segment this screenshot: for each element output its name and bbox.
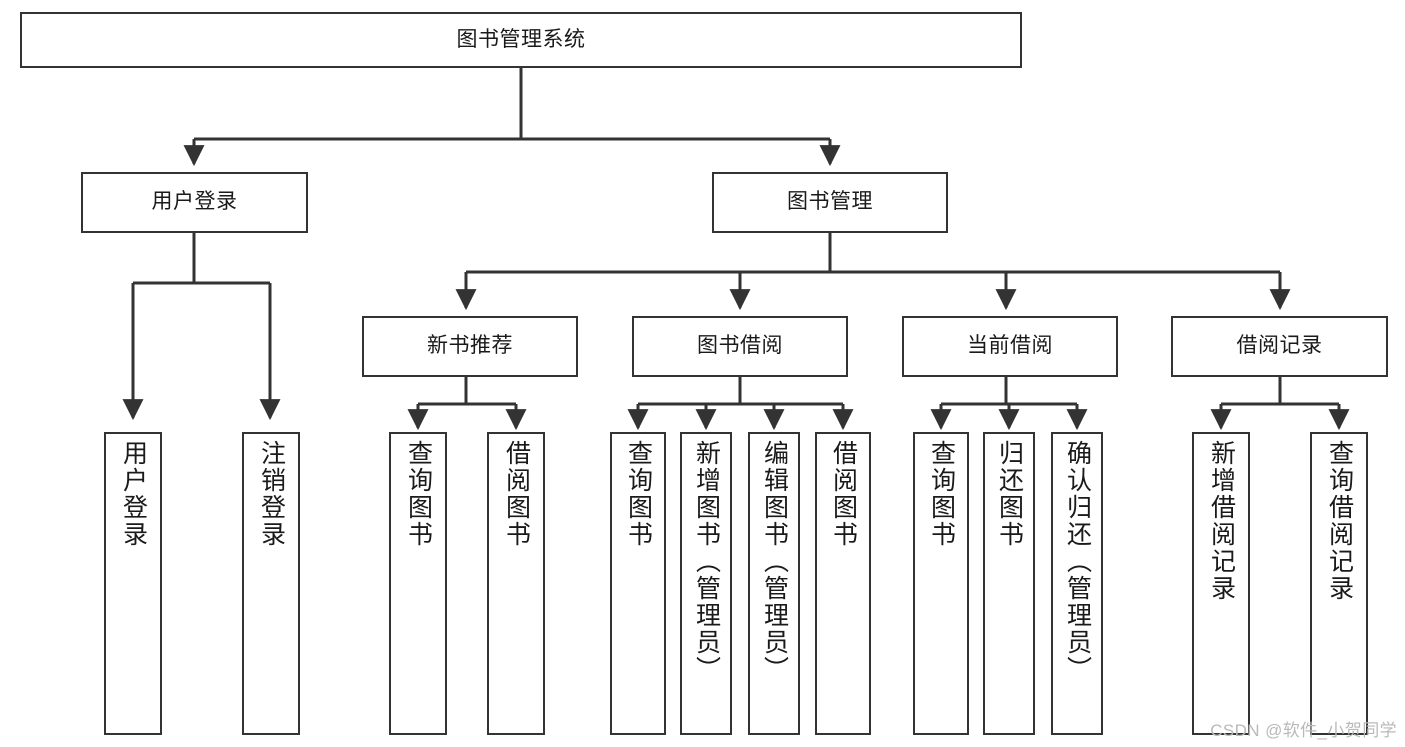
node-label: 归还图书: [995, 440, 1024, 548]
csdn-watermark: CSDN @软件_小贺同学: [1210, 721, 1397, 740]
node-label: 新增借阅记录: [1207, 440, 1236, 602]
leaf-borrow-book[interactable]: 借阅图书: [815, 432, 871, 735]
node-label: 编辑图书（管理员）: [760, 440, 789, 683]
node-label: 用户登录: [119, 440, 148, 548]
node-new-book-recommendation[interactable]: 新书推荐: [362, 316, 578, 377]
node-label: 当前借阅: [967, 334, 1053, 358]
node-label: 查询借阅记录: [1325, 440, 1354, 602]
leaf-edit-book-admin[interactable]: 编辑图书（管理员）: [748, 432, 800, 735]
node-label: 查询图书: [404, 440, 433, 548]
node-label: 查询图书: [624, 440, 653, 548]
leaf-query-borrow-record[interactable]: 查询借阅记录: [1310, 432, 1368, 735]
leaf-user-login[interactable]: 用户登录: [104, 432, 162, 735]
leaf-return-book[interactable]: 归还图书: [983, 432, 1035, 735]
node-label: 新增图书（管理员）: [692, 440, 721, 683]
node-label: 图书管理: [787, 190, 873, 214]
leaf-logout[interactable]: 注销登录: [242, 432, 300, 735]
node-current-borrowing[interactable]: 当前借阅: [902, 316, 1118, 377]
node-label: 新书推荐: [427, 334, 513, 358]
node-book-management[interactable]: 图书管理: [712, 172, 948, 233]
node-label: 借阅图书: [829, 440, 858, 548]
leaf-borrow-book-rec[interactable]: 借阅图书: [487, 432, 545, 735]
leaf-add-book-admin[interactable]: 新增图书（管理员）: [680, 432, 732, 735]
node-label: 确认归还（管理员）: [1063, 440, 1092, 683]
node-label: 图书借阅: [697, 334, 783, 358]
node-label: 借阅图书: [502, 440, 531, 548]
node-label: 用户登录: [151, 190, 238, 214]
leaf-query-book-rec[interactable]: 查询图书: [389, 432, 447, 735]
node-label: 借阅记录: [1236, 334, 1323, 358]
node-label: 图书管理系统: [456, 27, 586, 51]
leaf-query-book-current[interactable]: 查询图书: [913, 432, 969, 735]
node-user-login[interactable]: 用户登录: [81, 172, 308, 233]
node-borrowing-record[interactable]: 借阅记录: [1171, 316, 1388, 377]
node-root-book-management-system[interactable]: 图书管理系统: [20, 12, 1022, 68]
leaf-query-book-borrow[interactable]: 查询图书: [610, 432, 666, 735]
node-book-borrowing[interactable]: 图书借阅: [632, 316, 848, 377]
leaf-confirm-return-admin[interactable]: 确认归还（管理员）: [1051, 432, 1103, 735]
node-label: 查询图书: [927, 440, 956, 548]
leaf-add-borrow-record[interactable]: 新增借阅记录: [1192, 432, 1250, 735]
node-label: 注销登录: [257, 440, 286, 548]
